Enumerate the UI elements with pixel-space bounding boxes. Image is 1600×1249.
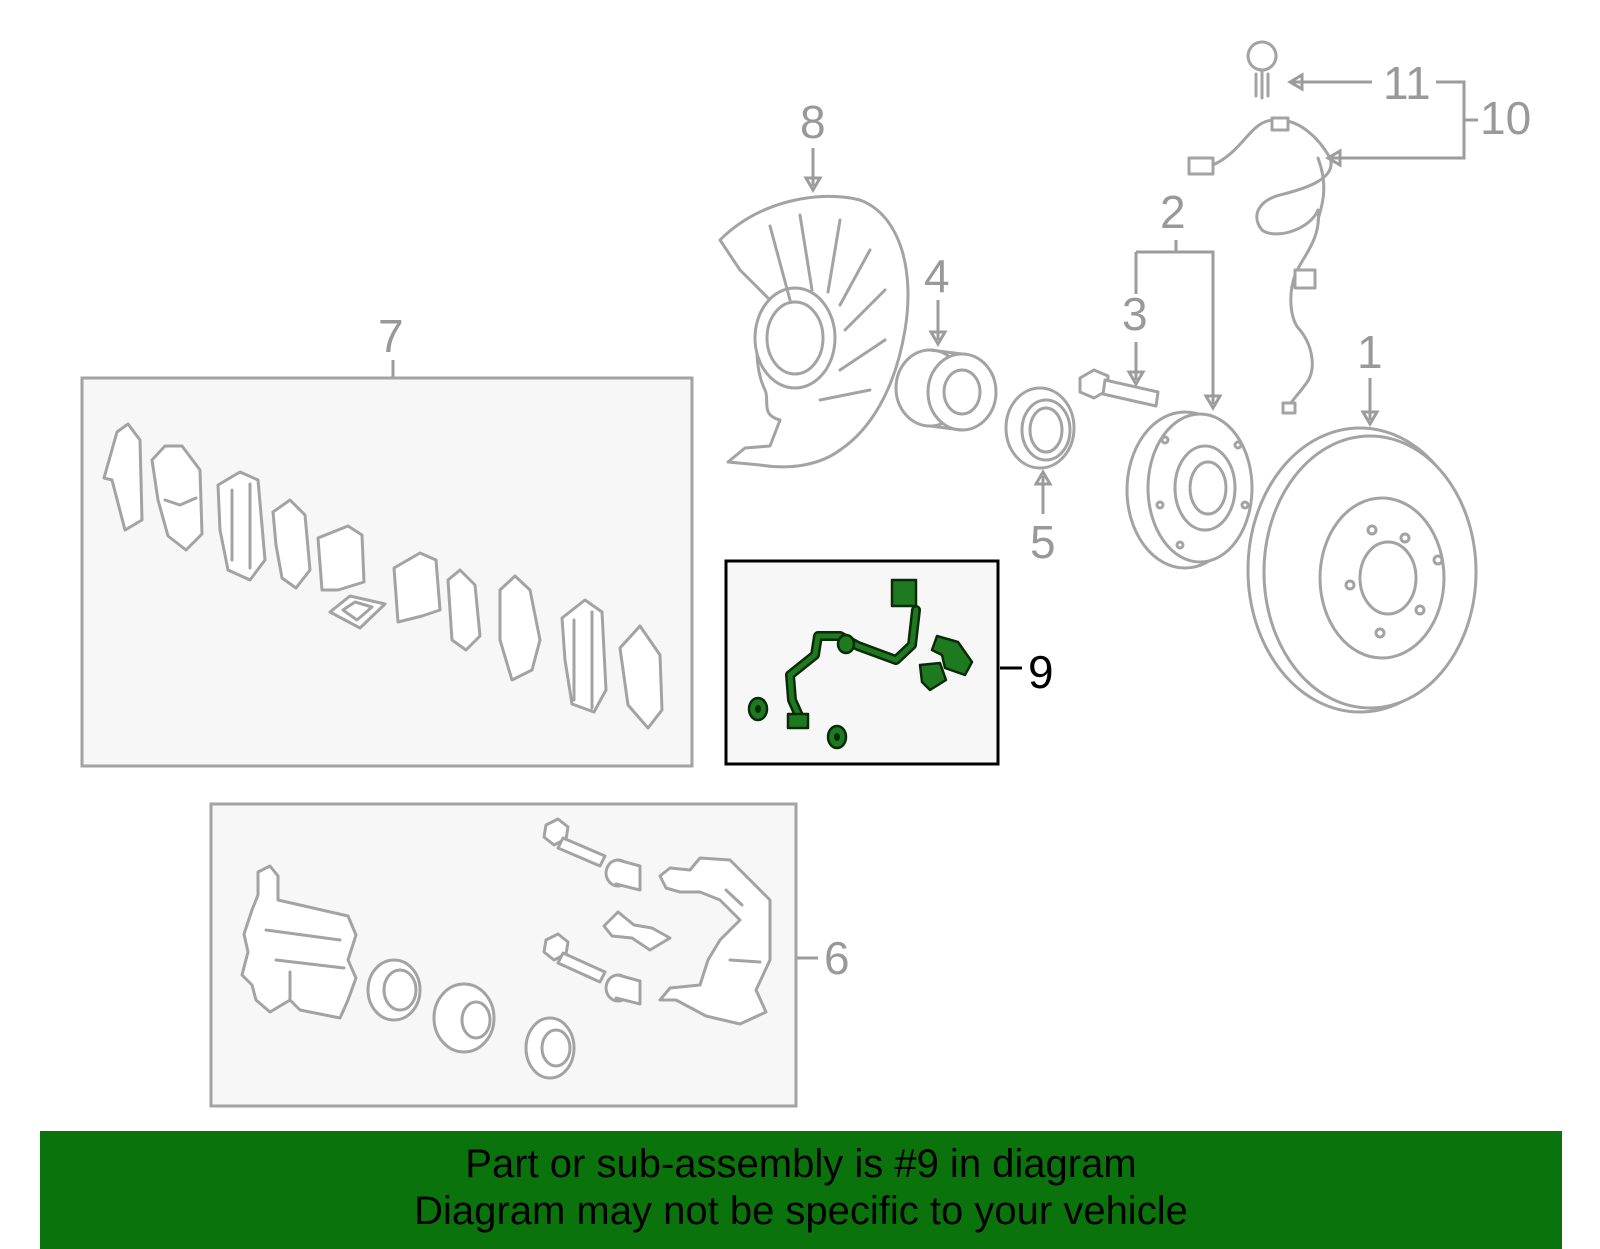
callout-4-label: 4 bbox=[924, 250, 950, 302]
caliper-assembly bbox=[240, 817, 772, 1080]
wheel-hub bbox=[1125, 410, 1254, 570]
callout-8[interactable]: 8 bbox=[800, 96, 826, 193]
callout-6-label: 6 bbox=[824, 932, 850, 984]
callout-8-label: 8 bbox=[800, 96, 826, 148]
callout-10[interactable]: 10 bbox=[1325, 80, 1531, 168]
callout-3-label: 3 bbox=[1122, 288, 1148, 340]
brake-pad-set bbox=[102, 422, 664, 730]
callout-2-label: 2 bbox=[1160, 186, 1186, 238]
info-banner: Part or sub-assembly is #9 in diagram Di… bbox=[40, 1131, 1562, 1249]
callout-5[interactable]: 5 bbox=[1030, 469, 1056, 568]
splash-shield bbox=[718, 194, 910, 469]
callout-6[interactable]: 6 bbox=[797, 932, 850, 984]
brake-rotor bbox=[1246, 426, 1478, 714]
banner-line-2: Diagram may not be specific to your vehi… bbox=[414, 1189, 1188, 1233]
callout-11[interactable]: 11 bbox=[1287, 57, 1431, 109]
hub-bolt bbox=[1078, 368, 1160, 408]
banner-line-1: Part or sub-assembly is #9 in diagram bbox=[465, 1142, 1137, 1186]
wheel-bearing bbox=[894, 348, 998, 432]
callout-9-label: 9 bbox=[1028, 646, 1054, 698]
abs-sensor-wire bbox=[1187, 40, 1333, 415]
callout-7-label: 7 bbox=[378, 310, 404, 362]
dust-seal bbox=[1004, 386, 1076, 470]
callout-5-label: 5 bbox=[1030, 516, 1056, 568]
callout-1[interactable]: 1 bbox=[1357, 326, 1383, 427]
callout-11-label: 11 bbox=[1383, 57, 1431, 109]
callout-1-label: 1 bbox=[1357, 326, 1383, 378]
callout-7[interactable]: 7 bbox=[378, 310, 404, 378]
callout-4[interactable]: 4 bbox=[924, 250, 950, 347]
pad-kit-box bbox=[80, 376, 694, 768]
callout-10-label: 10 bbox=[1480, 92, 1531, 144]
callout-2[interactable]: 2 bbox=[1136, 186, 1223, 411]
brake-hose bbox=[747, 578, 974, 750]
callout-3[interactable]: 3 bbox=[1122, 252, 1148, 387]
